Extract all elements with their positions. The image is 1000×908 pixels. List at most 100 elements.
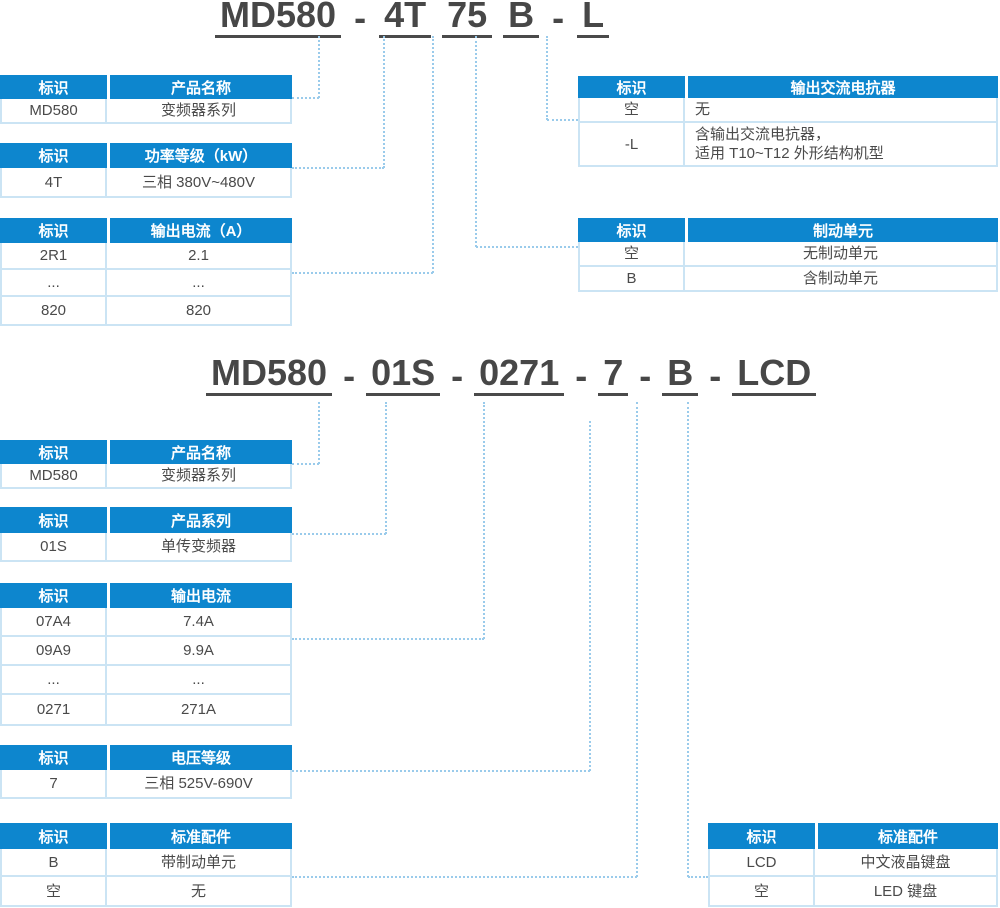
table-header-row: 标识产品名称 [0, 75, 292, 99]
table-header-row: 标识产品系列 [0, 507, 292, 533]
table-cell: 0271 [2, 695, 107, 724]
table-cell: 9.9A [183, 642, 214, 659]
table-output-reactor: 标识输出交流电抗器空无 -L 含输出交流电抗器， 适用 T10~T12 外形结构机型 [578, 76, 998, 167]
table-cell: 单传变频器 [160, 538, 236, 555]
table-row: ...... [2, 270, 290, 297]
model-code-segment: 75 [442, 0, 493, 38]
table-cell: 含制动单元 [802, 270, 878, 287]
model-code-segment: 7 [598, 355, 629, 396]
header-cell: 电压等级 [110, 745, 292, 770]
connector-line [292, 167, 384, 169]
table-header-row: 标识输出电流 [0, 583, 292, 608]
connector-line [546, 36, 548, 120]
table-row: 空无 [2, 877, 290, 905]
table-cell: 三相 525V-690V [144, 775, 253, 792]
connector-line [547, 119, 578, 121]
connector-line [483, 402, 485, 639]
header-cell: 标识 [0, 143, 107, 168]
table-header-row: 标识功率等级（kW） [0, 143, 292, 168]
model-code-segment: 4T [379, 0, 432, 38]
table-header-row: 标识电压等级 [0, 745, 292, 770]
header-cell: 标识 [578, 76, 685, 98]
table-header-row: 标识产品名称 [0, 440, 292, 464]
table-cell: 三相 380V~480V [142, 173, 255, 191]
table-cell: 空 [2, 877, 107, 905]
header-cell: 标识 [0, 218, 107, 243]
table-body: 空无 -L 含输出交流电抗器， 适用 T10~T12 外形结构机型 [578, 98, 998, 167]
table-header-row: 标识标准配件 [0, 823, 292, 849]
header-cell: 标准配件 [110, 823, 292, 849]
table-cell: 07A4 [2, 608, 107, 635]
table-cell: 820 [2, 297, 107, 324]
header-cell: 产品名称 [110, 75, 292, 99]
table-cell: 01S [2, 533, 107, 560]
connector-line [318, 36, 320, 98]
header-cell: 标识 [0, 823, 107, 849]
connector-line [475, 36, 477, 247]
header-cell: 标识 [708, 823, 815, 849]
table-row: B 含制动单元 [580, 267, 996, 290]
table-cell: 中文液晶键盘 [860, 853, 951, 871]
model-code-segment: B [662, 355, 699, 396]
connector-line [383, 36, 385, 168]
model-code-segment: 0271 [474, 355, 565, 396]
connector-line [385, 402, 387, 534]
table-cell: -L [580, 123, 685, 165]
model-code-separator: - [639, 355, 652, 396]
header-cell: 输出电流（A） [110, 218, 292, 243]
table-cell: 空 [580, 242, 685, 265]
table-cell: 2R1 [2, 243, 107, 268]
table-cell: B [580, 267, 685, 290]
connector-line [292, 638, 484, 640]
table-cell: 空 [580, 98, 685, 121]
model-code-separator: - [552, 0, 565, 38]
connector-line [292, 97, 319, 99]
table-cell: ... [192, 671, 205, 688]
model-code-segment: MD580 [206, 355, 333, 396]
header-cell: 标识 [0, 583, 107, 608]
header-cell: 标识 [578, 218, 685, 242]
table-cell: 无 [695, 101, 711, 118]
table-body: 01S 单传变频器 [0, 533, 292, 562]
table-header-row: 标识输出交流电抗器 [578, 76, 998, 98]
table-cell: 空 [710, 877, 815, 905]
table-cell: 含输出交流电抗器， 适用 T10~T12 外形结构机型 [695, 126, 884, 162]
connector-line [687, 402, 689, 877]
table-cell: 7.4A [183, 613, 214, 630]
model-code-segment: LCD [732, 355, 817, 396]
table-cell: 变频器系列 [160, 102, 236, 119]
header-cell: 标识 [0, 507, 107, 533]
table-row: 0271 271A [2, 695, 290, 724]
connector-line [292, 272, 433, 274]
connector-line [318, 402, 320, 464]
connector-line [432, 36, 434, 273]
table-cell: 271A [180, 701, 217, 718]
table-cell: 无 [190, 882, 206, 900]
model-code-separator: - [451, 355, 464, 396]
model-code-title-2: MD580-01S-0271-7-B-LCD [206, 355, 817, 396]
header-cell: 输出交流电抗器 [688, 76, 998, 98]
connector-line [589, 421, 591, 771]
table-cell: LED 键盘 [873, 882, 938, 900]
table-cell: 变频器系列 [160, 467, 236, 484]
